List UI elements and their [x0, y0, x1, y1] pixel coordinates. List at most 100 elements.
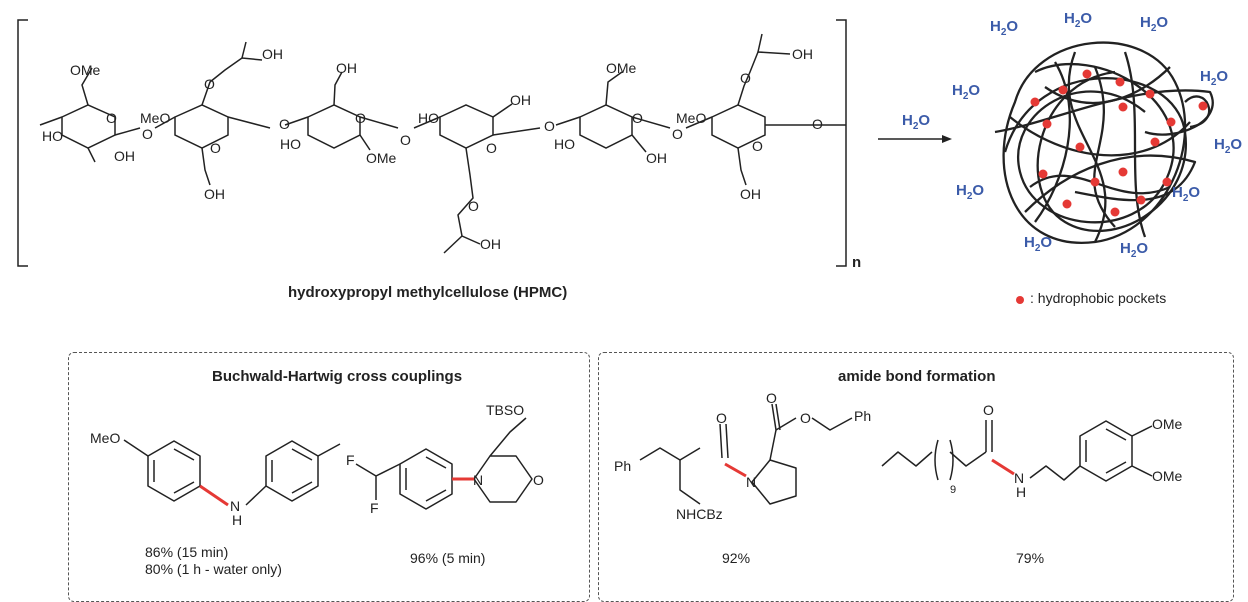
water-o-3: O [1156, 14, 1169, 31]
hpmc-label-oh-2bottom: OH [204, 186, 225, 202]
hpmc-label-o-link1: O [142, 126, 153, 142]
water-h-9: H [1024, 234, 1035, 251]
c3-pyrrolidine [751, 459, 797, 505]
hpmc-label-ho-4: HO [418, 110, 439, 126]
c1-ring-a [147, 440, 201, 502]
micelle-coil [994, 41, 1214, 244]
c2-yield: 96% (5 min) [410, 550, 485, 567]
arrow-reagent-sub: 2 [912, 121, 919, 132]
c3-o-ester-carbonyl: O [766, 390, 777, 406]
water-label-5: H2O [952, 82, 980, 102]
water-h-2: H [1064, 10, 1075, 27]
c1-meo: MeO [90, 430, 121, 446]
hpmc-label-o-ring5: O [632, 110, 643, 126]
hpmc-label-ome-1: OMe [70, 62, 101, 78]
hpmc-structure [17, 19, 847, 267]
water-sub-8: 2 [1182, 193, 1189, 204]
water-h-8: H [1172, 184, 1183, 201]
repeat-index: n [852, 254, 862, 271]
c1-yield-line2: 80% (1 h - water only) [145, 561, 282, 577]
water-h-7: H [956, 182, 967, 199]
c2-f-top: F [346, 452, 355, 468]
hpmc-label-o-ring1: O [106, 110, 117, 126]
water-h-10: H [1120, 240, 1131, 257]
c4-yield: 79% [1016, 550, 1044, 567]
hpmc-label-o-ring2: O [210, 140, 221, 156]
c4-new-bond [991, 458, 1015, 476]
water-sub-3: 2 [1150, 23, 1157, 34]
water-label-8: H2O [1172, 184, 1200, 204]
water-sub-6: 2 [1224, 145, 1231, 156]
c3-o-ketone: O [716, 410, 727, 426]
water-label-9: H2O [1024, 234, 1052, 254]
hpmc-label-o-ring6: O [752, 138, 763, 154]
c2-n: N [473, 472, 484, 488]
hpmc-label-meo-2: MeO [140, 110, 171, 126]
c2-yield-line1: 96% (5 min) [410, 550, 486, 566]
water-o-8: O [1188, 184, 1201, 201]
c3-n: N [746, 474, 757, 490]
water-h-4: H [1200, 68, 1211, 85]
hpmc-label-o-link2: O [279, 116, 290, 132]
reaction-arrow [878, 135, 952, 143]
hpmc-label-oh-6top: OH [792, 46, 813, 62]
c1-yield-line1: 86% (15 min) [145, 544, 229, 560]
water-h-5: H [952, 82, 963, 99]
pocket-legend-text: : hydrophobic pockets [1030, 290, 1167, 306]
c1-h: H [232, 512, 243, 528]
c3-ph-left: Ph [614, 458, 632, 474]
c4-h: H [1016, 484, 1027, 500]
hpmc-label-meo-6: MeO [676, 110, 707, 126]
arrow-reagent-h: H [902, 112, 913, 129]
water-o-9: O [1040, 234, 1053, 251]
water-sub-1: 2 [1000, 27, 1007, 38]
hpmc-label-o-ring3: O [355, 110, 366, 126]
water-o-10: O [1136, 240, 1149, 257]
c1-yield: 86% (15 min) 80% (1 h - water only) [145, 544, 282, 578]
hpmc-label-oh-2top: OH [262, 46, 283, 62]
hpmc-label-oh-5: OH [646, 150, 667, 166]
c3-nhcbz: NHCBz [676, 506, 723, 522]
water-o-2: O [1080, 10, 1093, 27]
hpmc-label-ho-1: HO [42, 128, 63, 144]
c2-o: O [533, 472, 544, 488]
buchwald-title: Buchwald-Hartwig cross couplings [212, 368, 463, 385]
water-label-6: H2O [1214, 136, 1242, 156]
hpmc-label-o-6top: O [740, 70, 751, 86]
c2-f-bottom: F [370, 500, 379, 516]
pocket-legend-dot [1016, 296, 1024, 304]
c4-o: O [983, 402, 994, 418]
c4-n: N [1014, 470, 1025, 486]
hpmc-label-oh-4bottom: OH [480, 236, 501, 252]
water-label-2: H2O [1064, 10, 1092, 30]
c1-ring-b [265, 440, 319, 502]
hpmc-label-oh-4top: OH [510, 92, 531, 108]
water-o-4: O [1216, 68, 1229, 85]
hpmc-label-o-link5: O [672, 126, 683, 142]
c3-yield-line1: 92% [722, 550, 751, 566]
c4-subscript: 9 [950, 484, 957, 496]
hpmc-label-o-link4: O [544, 118, 555, 134]
hpmc-label-oh-6bottom: OH [740, 186, 761, 202]
c4-ome-bottom: OMe [1152, 468, 1183, 484]
water-o-5: O [968, 82, 981, 99]
bracket-right [836, 19, 847, 267]
c4-ome-top: OMe [1152, 416, 1183, 432]
hpmc-label-o-end: O [812, 116, 823, 132]
water-sub-5: 2 [962, 91, 969, 102]
water-sub-9: 2 [1034, 243, 1041, 254]
water-sub-2: 2 [1074, 19, 1081, 30]
hpmc-caption: hydroxypropyl methylcellulose (HPMC) [288, 284, 568, 301]
water-h-6: H [1214, 136, 1225, 153]
water-label-10: H2O [1120, 240, 1148, 260]
c3-yield: 92% [722, 550, 750, 567]
arrow-reagent-o: O [918, 112, 931, 129]
c3-ph-right: Ph [854, 408, 872, 424]
hpmc-label-o-ring4: O [486, 140, 497, 156]
water-label-4: H2O [1200, 68, 1228, 88]
bracket-left [17, 19, 28, 267]
water-sub-4: 2 [1210, 77, 1217, 88]
amide-title: amide bond formation [838, 368, 996, 385]
